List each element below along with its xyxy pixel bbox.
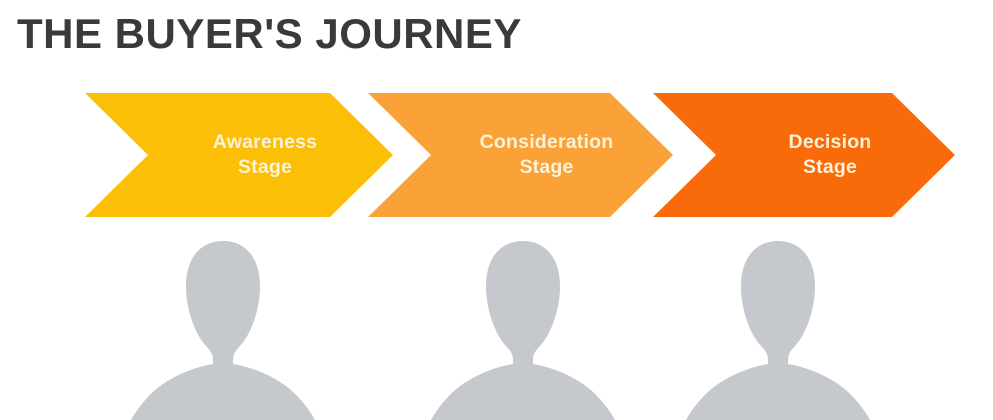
stage-label-decision: Decision Stage bbox=[788, 131, 872, 178]
stage-chevron-band: Awareness Stage Consideration Stage Deci… bbox=[0, 93, 993, 217]
stage-label-awareness: Awareness Stage bbox=[212, 131, 318, 178]
stage-chevron-consideration[interactable]: Consideration Stage bbox=[368, 93, 673, 217]
page-title: THE BUYER'S JOURNEY bbox=[17, 10, 522, 57]
stage-chevron-decision[interactable]: Decision Stage bbox=[653, 93, 955, 217]
person-silhouette-icon bbox=[423, 238, 623, 420]
stage-chevron-awareness[interactable]: Awareness Stage bbox=[85, 93, 393, 217]
person-silhouette-icon bbox=[678, 238, 878, 420]
persona-row bbox=[0, 238, 993, 420]
stage-label-consideration: Consideration Stage bbox=[479, 131, 614, 178]
person-silhouette-icon bbox=[123, 238, 323, 420]
